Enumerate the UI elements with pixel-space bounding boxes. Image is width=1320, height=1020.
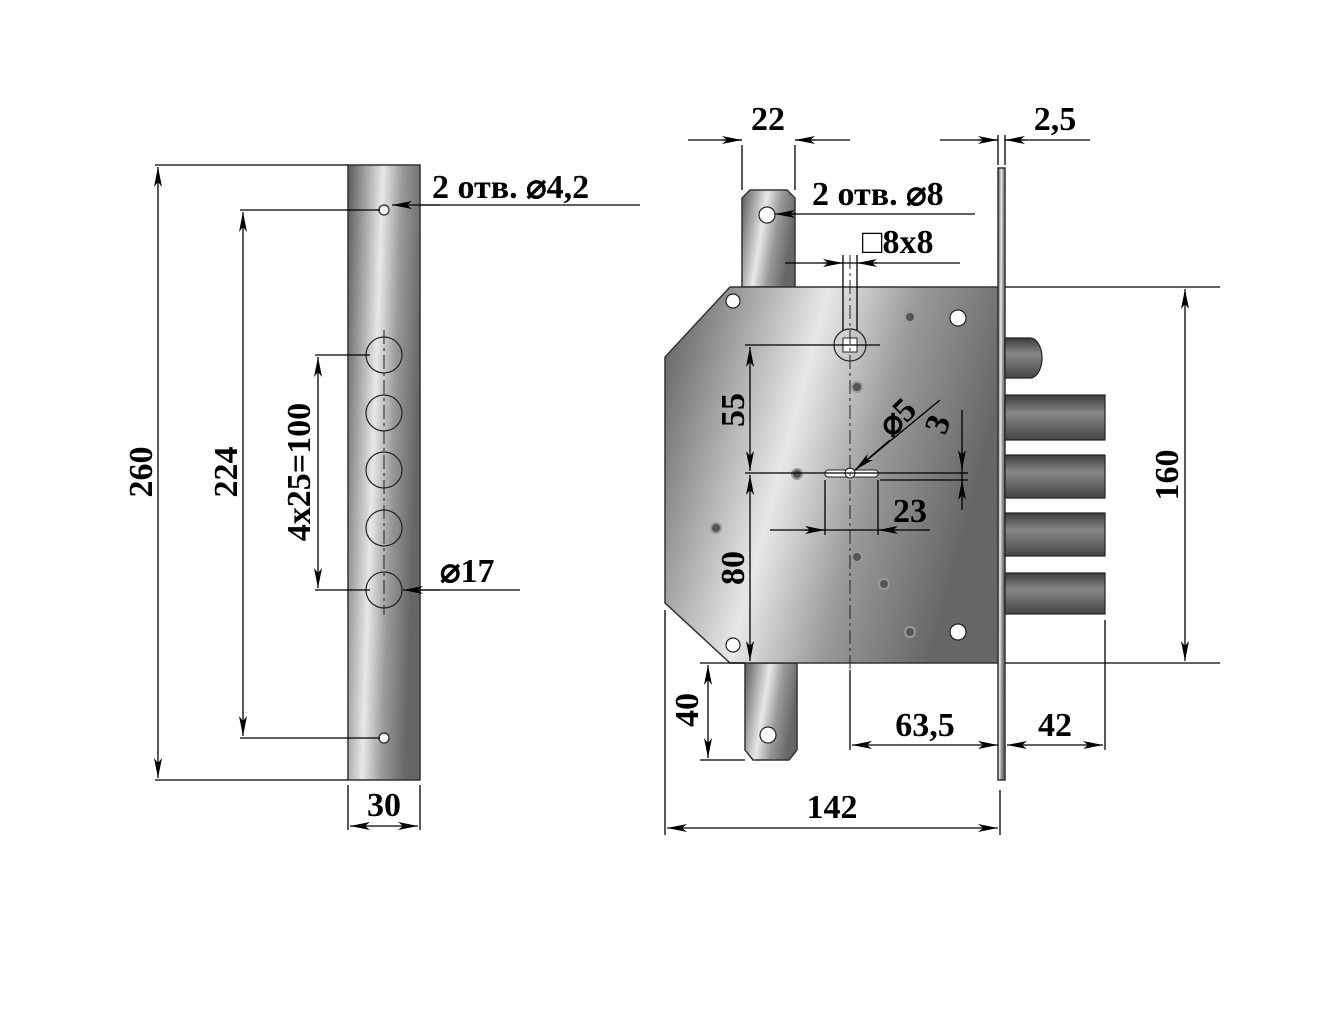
dim-55: 55 [715,393,752,427]
bolts [1004,394,1106,615]
dim-142: 142 [807,789,858,826]
dim-30: 30 [367,787,401,824]
dim-23: 23 [893,493,927,530]
dim-160: 160 [1149,450,1186,501]
strike-plate [347,164,421,781]
rivets [710,311,916,638]
latch [1004,337,1043,379]
dim-2-5: 2,5 [1034,101,1077,138]
lock-dimensions: 22 2,5 2 отв. ⌀8 □8x8 55 80 ⌀5 3 23 160 … [664,101,1220,835]
label-mount-holes: 2 отв. ⌀4,2 [432,169,589,206]
label-bolt-hole-diameter: ⌀17 [440,553,494,590]
dim-42: 42 [1038,707,1072,744]
dim-63-5: 63,5 [895,707,955,744]
dim-260: 260 [123,447,160,498]
screw-holes [725,206,967,744]
dim-80: 80 [715,551,752,585]
dim-4x25: 4x25=100 [281,403,318,541]
dim-22: 22 [751,101,785,138]
strike-dimensions: 260 224 4x25=100 2 отв. ⌀4,2 ⌀17 30 [123,164,640,830]
label-tab-holes: 2 отв. ⌀8 [812,176,944,213]
dim-224: 224 [208,447,245,498]
label-spindle: □8x8 [862,224,934,261]
dim-40: 40 [669,693,706,727]
mount-hole [378,204,390,744]
